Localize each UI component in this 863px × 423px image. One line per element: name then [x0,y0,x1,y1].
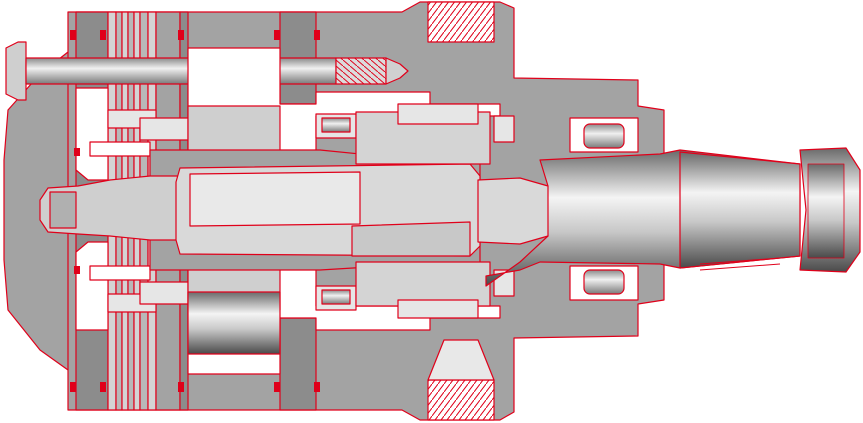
port-cone-lower [427,339,495,381]
block-ring-lower [279,317,317,411]
output-bearing [493,115,639,301]
hex-nut-face [807,163,845,259]
inner-shaft-shadow [189,171,361,227]
bearing-assembly-lower [315,261,491,319]
port-thread-upper [427,1,495,43]
tie-bolt [5,41,409,101]
piston-lower-metal [187,291,281,355]
port-thread-lower [427,379,495,421]
spline-end [49,191,77,229]
left-upper-cavity [75,87,109,181]
shaft-neck [351,221,471,257]
left-lower-cavity [75,241,109,331]
inner-stepped-parts [89,109,189,313]
shaft-transition [477,177,549,245]
seal-markers [70,30,320,392]
bearing-assembly-upper [315,103,491,165]
output-shaft-taper [679,151,801,269]
shaft-seal-marks [699,257,781,271]
